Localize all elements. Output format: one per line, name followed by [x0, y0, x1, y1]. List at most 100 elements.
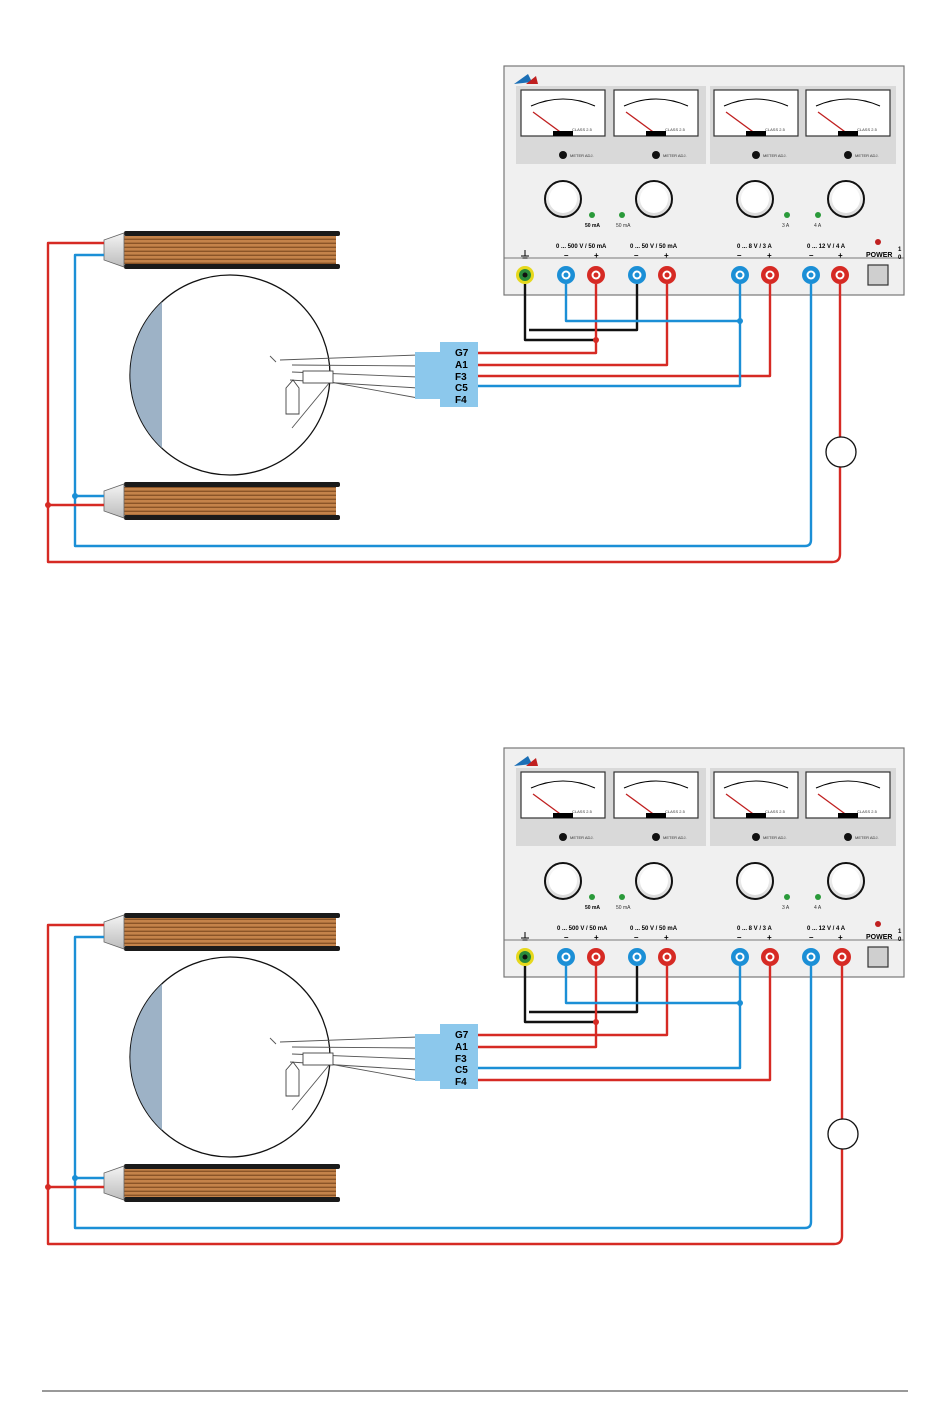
- current-limit-label: 50 mA: [616, 223, 631, 229]
- socket-plus[interactable]: [761, 948, 779, 966]
- meter-adjust-screw: [752, 151, 760, 159]
- socket-minus[interactable]: [802, 266, 820, 284]
- helmholtz-coil-bottom: [103, 482, 340, 520]
- output-label-50v: 0 ... 50 V / 50 mA: [630, 926, 678, 932]
- blue-wire: [564, 284, 740, 323]
- meter: [613, 89, 699, 159]
- minus-sign: –: [634, 251, 639, 260]
- output-label-50v: 0 ... 50 V / 50 mA: [630, 244, 678, 250]
- current-limit-label: 3 A: [782, 905, 790, 911]
- red-wire: [478, 966, 598, 1049]
- output-label-12v: 0 ... 12 V / 4 A: [807, 926, 846, 932]
- black-wire: [529, 284, 639, 332]
- status-led: [815, 894, 821, 900]
- black-wire: [529, 966, 639, 1014]
- socket-minus[interactable]: [557, 948, 575, 966]
- socket-minus[interactable]: [802, 948, 820, 966]
- wire-junction: [737, 1000, 743, 1006]
- helmholtz-coil-bottom: [103, 1164, 340, 1202]
- voltage-knob[interactable]: [544, 180, 582, 218]
- wire-junction: [593, 337, 599, 343]
- red-wire: [478, 284, 772, 378]
- voltage-knob[interactable]: [827, 180, 865, 218]
- red-wire: [478, 284, 598, 355]
- socket-plus[interactable]: [658, 266, 676, 284]
- socket-minus[interactable]: [628, 266, 646, 284]
- plus-sign: +: [664, 251, 669, 260]
- current-limit-label: 50 mA: [616, 905, 631, 911]
- current-limit-label: 3 A: [782, 223, 790, 229]
- blue-wire: [478, 966, 742, 1070]
- pin-label-g7: G7: [455, 348, 469, 359]
- ammeter-symbol: [825, 436, 857, 468]
- socket-plus[interactable]: [761, 266, 779, 284]
- meter-adjust-screw: [844, 833, 852, 841]
- meter: [613, 771, 699, 841]
- switch-off-label: 0: [898, 937, 902, 943]
- ground-socket[interactable]: [516, 948, 534, 966]
- meter: [520, 771, 606, 841]
- power-label: POWER: [866, 934, 892, 941]
- wire-junction: [45, 502, 51, 508]
- socket-plus[interactable]: [658, 948, 676, 966]
- voltage-knob[interactable]: [736, 180, 774, 218]
- power-supply: CLASS 2.5 CLASS 2.5 CLASS 2.5 CLASS 2.5 …: [503, 65, 905, 296]
- adjust-caption: METER ADJ.: [855, 153, 879, 158]
- red-wire: [478, 966, 772, 1082]
- output-label-8v: 0 ... 8 V / 3 A: [737, 244, 772, 250]
- socket-plus[interactable]: [587, 266, 605, 284]
- voltage-knob[interactable]: [827, 862, 865, 900]
- power-label: POWER: [866, 252, 892, 259]
- pin-label-g7: G7: [455, 1030, 469, 1041]
- electron-gun: [285, 1052, 334, 1097]
- adjust-caption: METER ADJ.: [570, 153, 594, 158]
- meter: [713, 89, 799, 159]
- meter-caption: CLASS 2.5: [765, 809, 786, 814]
- fluorescent-screen: [130, 302, 162, 448]
- pin-label-a1: A1: [455, 360, 468, 371]
- plus-sign: +: [838, 933, 843, 942]
- blue-wire: [478, 284, 742, 388]
- meter-caption: CLASS 2.5: [857, 127, 878, 132]
- current-limit-label: 4 A: [814, 905, 822, 911]
- socket-plus[interactable]: [833, 948, 851, 966]
- wire-junction: [593, 1019, 599, 1025]
- voltage-knob[interactable]: [736, 862, 774, 900]
- electron-gun: [285, 370, 334, 415]
- status-led: [784, 212, 790, 218]
- ground-icon: [521, 932, 529, 941]
- red-wire: [46, 923, 844, 1246]
- plus-sign: +: [594, 933, 599, 942]
- current-limit-label: 50 mA: [585, 223, 600, 229]
- helmholtz-coil-top: [103, 913, 340, 951]
- wire-junction: [737, 318, 743, 324]
- voltage-knob[interactable]: [544, 862, 582, 900]
- adjust-caption: METER ADJ.: [763, 153, 787, 158]
- power-switch[interactable]: [867, 264, 889, 286]
- socket-minus[interactable]: [731, 266, 749, 284]
- red-wire: [478, 966, 669, 1037]
- power-led: [875, 921, 881, 927]
- brand-logo: [514, 74, 538, 84]
- status-led: [619, 212, 625, 218]
- blue-wire: [564, 966, 740, 1005]
- circuit-diagram-2: CLASS 2.5 CLASS 2.5 CLASS 2.5 CLASS 2.5 …: [45, 747, 905, 1246]
- status-led: [589, 212, 595, 218]
- pin-label-c5: C5: [455, 1065, 468, 1076]
- ground-socket[interactable]: [516, 266, 534, 284]
- socket-minus[interactable]: [731, 948, 749, 966]
- wires: [46, 923, 844, 1246]
- fluorescent-screen: [130, 984, 162, 1130]
- socket-minus[interactable]: [557, 266, 575, 284]
- socket-plus[interactable]: [587, 948, 605, 966]
- switch-on-label: 1: [898, 929, 902, 935]
- socket-plus[interactable]: [831, 266, 849, 284]
- power-switch[interactable]: [867, 946, 889, 968]
- voltage-knob[interactable]: [635, 862, 673, 900]
- socket-minus[interactable]: [628, 948, 646, 966]
- wire-junction: [45, 1184, 51, 1190]
- blue-wire: [73, 253, 813, 548]
- minus-sign: –: [809, 933, 814, 942]
- voltage-knob[interactable]: [635, 180, 673, 218]
